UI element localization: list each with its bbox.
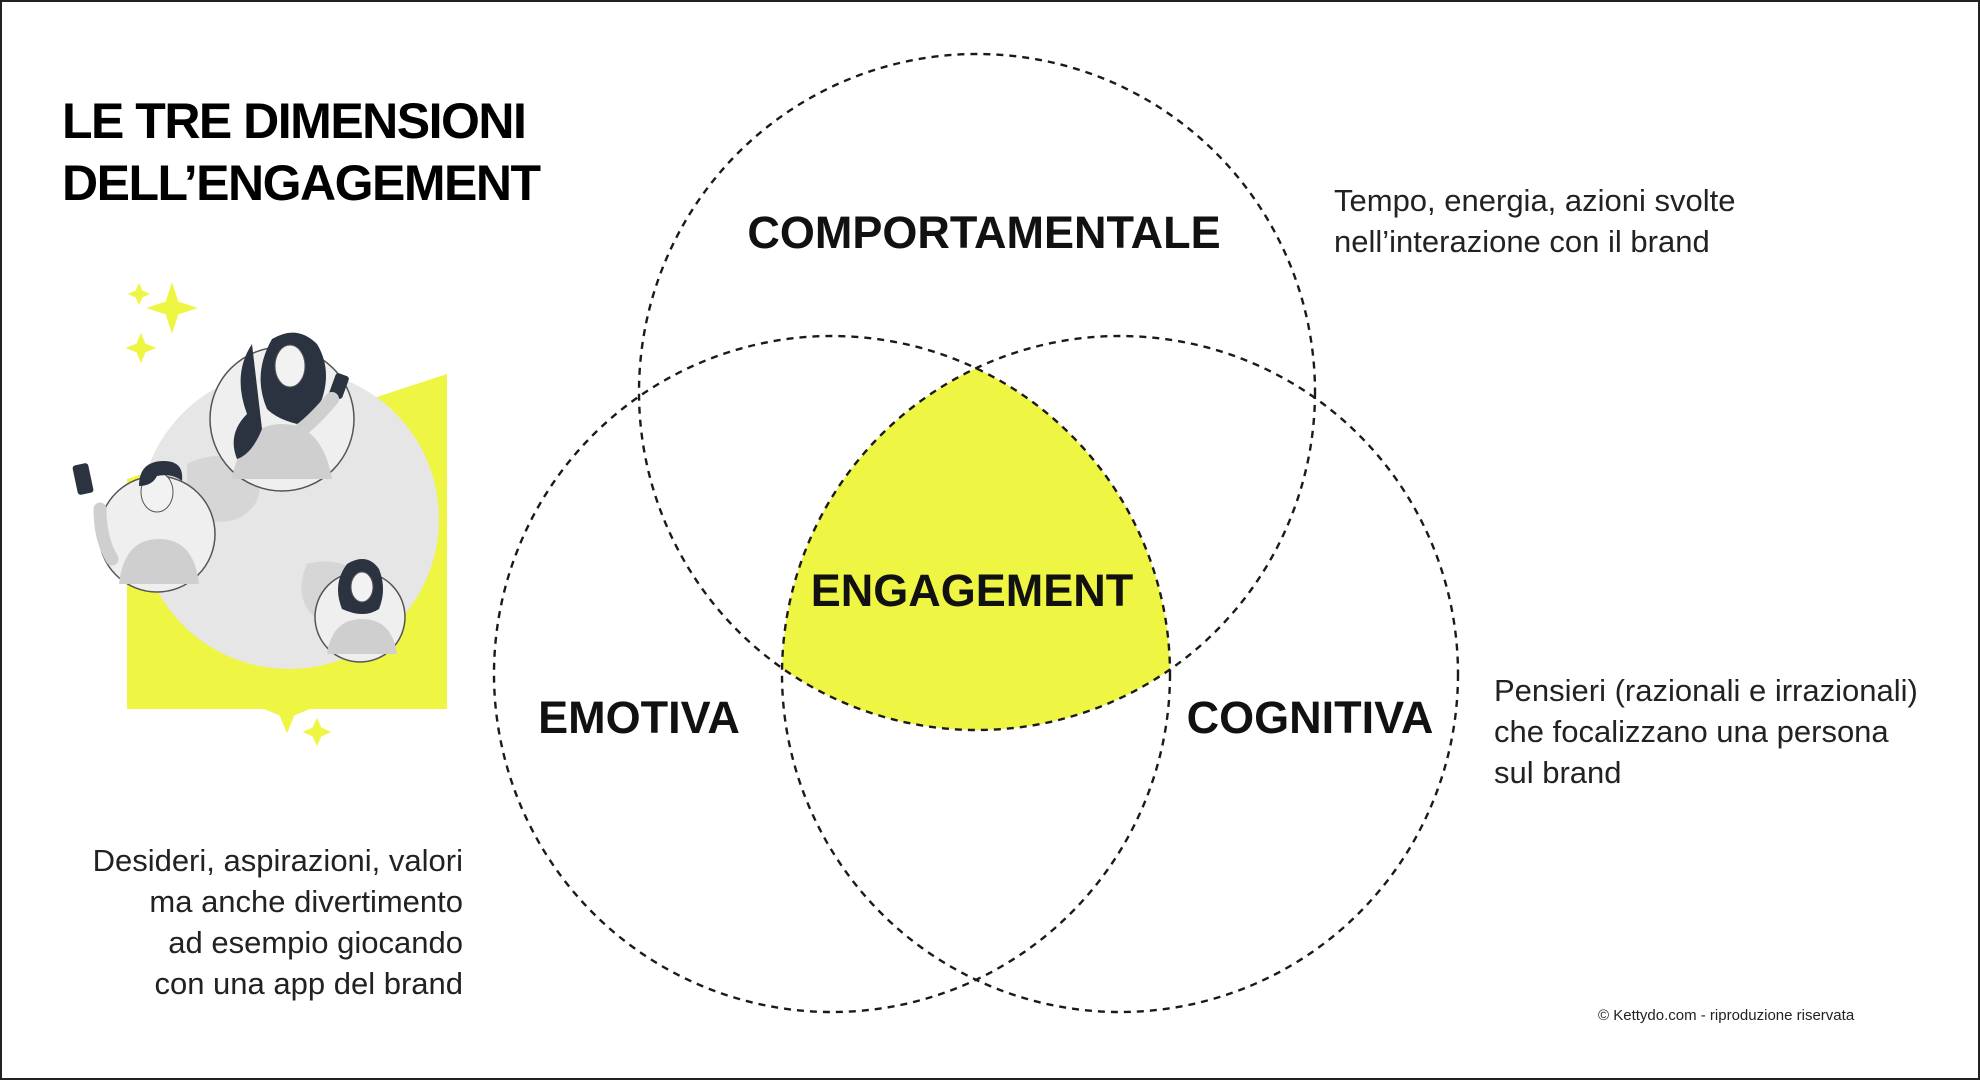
label-cognitiva: COGNITIVA xyxy=(1186,692,1434,743)
description-line: ma anche divertimento xyxy=(149,884,463,919)
sparkle-icon xyxy=(125,282,332,747)
description-line: che focalizzano una persona xyxy=(1494,714,1889,749)
description-line: con una app del brand xyxy=(154,966,463,1001)
smartphone-icon xyxy=(72,463,94,495)
title-line-2: DELL’ENGAGEMENT xyxy=(62,155,541,211)
description-comportamentale: Tempo, energia, azioni svolte nell’inter… xyxy=(1334,180,1736,262)
label-engagement: ENGAGEMENT xyxy=(810,565,1134,616)
avatar-woman xyxy=(314,559,406,663)
avatar-woman-phone xyxy=(209,332,355,492)
engagement-intersection xyxy=(782,336,1170,730)
page-title: LE TRE DIMENSIONI DELL’ENGAGEMENT xyxy=(62,90,541,214)
label-emotiva: EMOTIVA xyxy=(538,692,740,743)
title-line-1: LE TRE DIMENSIONI xyxy=(62,93,527,149)
copyright-notice: © Kettydo.com - riproduzione riservata xyxy=(1598,1007,1855,1024)
circle-cognitiva xyxy=(780,334,1460,1014)
description-emotiva: Desideri, aspirazioni, valori ma anche d… xyxy=(93,840,463,1004)
avatar-man-phone xyxy=(72,461,216,593)
description-line: Pensieri (razionali e irrazionali) xyxy=(1494,673,1918,708)
description-line: Desideri, aspirazioni, valori xyxy=(92,843,463,878)
description-line: nell’interazione con il brand xyxy=(1334,224,1710,259)
people-illustration xyxy=(72,282,447,747)
label-comportamentale: COMPORTAMENTALE xyxy=(747,207,1221,258)
description-cognitiva: Pensieri (razionali e irrazionali) che f… xyxy=(1494,670,1918,793)
circle-comportamentale xyxy=(637,52,1317,732)
description-line: sul brand xyxy=(1494,755,1622,790)
description-line: ad esempio giocando xyxy=(168,925,463,960)
circle-emotiva xyxy=(492,334,1172,1014)
description-line: Tempo, energia, azioni svolte xyxy=(1334,183,1736,218)
